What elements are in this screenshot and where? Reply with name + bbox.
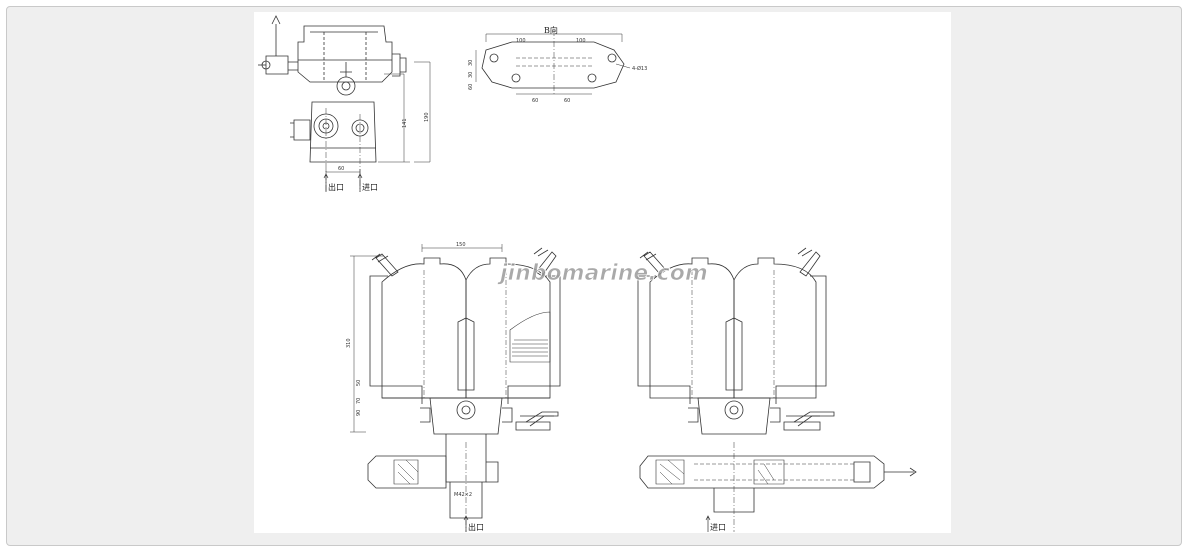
label-bottom-outlet: 出口 — [468, 522, 484, 532]
dim-side-b: 30 — [468, 72, 474, 78]
dim-front-width: 150 — [456, 242, 466, 248]
dim-front-h3: 70 — [356, 398, 362, 404]
dim-front-height: 310 — [346, 338, 352, 348]
technical-drawing-sheet: 60 141 190 出口 进口 B向 100 100 60 60 30 30 … — [254, 12, 951, 533]
label-outlet: 出口 — [328, 182, 344, 192]
dim-front-h2: 50 — [356, 380, 362, 386]
dim-front-h4: 90 — [356, 410, 362, 416]
hole-spec-label: 4-Ø13 — [632, 65, 647, 72]
dim-side-h2: 190 — [424, 112, 430, 122]
filter-assembly-drawing: 60 141 190 出口 进口 B向 100 100 60 60 30 30 … — [258, 15, 917, 532]
side-view — [258, 15, 431, 192]
view-b-plate — [475, 30, 631, 96]
front-view-right — [637, 247, 917, 532]
watermark: jinbomarine.com — [497, 261, 708, 286]
dim-top-a: 100 — [516, 38, 526, 44]
dim-side-c: 60 — [468, 84, 474, 90]
dim-top-b: 100 — [576, 38, 586, 44]
dim-bot-b: 60 — [564, 98, 570, 104]
view-b-label: B向 — [544, 25, 558, 35]
dim-bot-a: 60 — [532, 98, 538, 104]
front-view-left — [350, 244, 561, 532]
label-bottom-inlet: 进口 — [710, 523, 726, 532]
dim-side-width: 60 — [338, 166, 344, 172]
dim-side-h1: 141 — [402, 118, 408, 128]
dim-side-a: 30 — [468, 60, 474, 66]
label-inlet: 进口 — [362, 183, 378, 192]
pipe-spec-label: M42×2 — [454, 492, 472, 498]
